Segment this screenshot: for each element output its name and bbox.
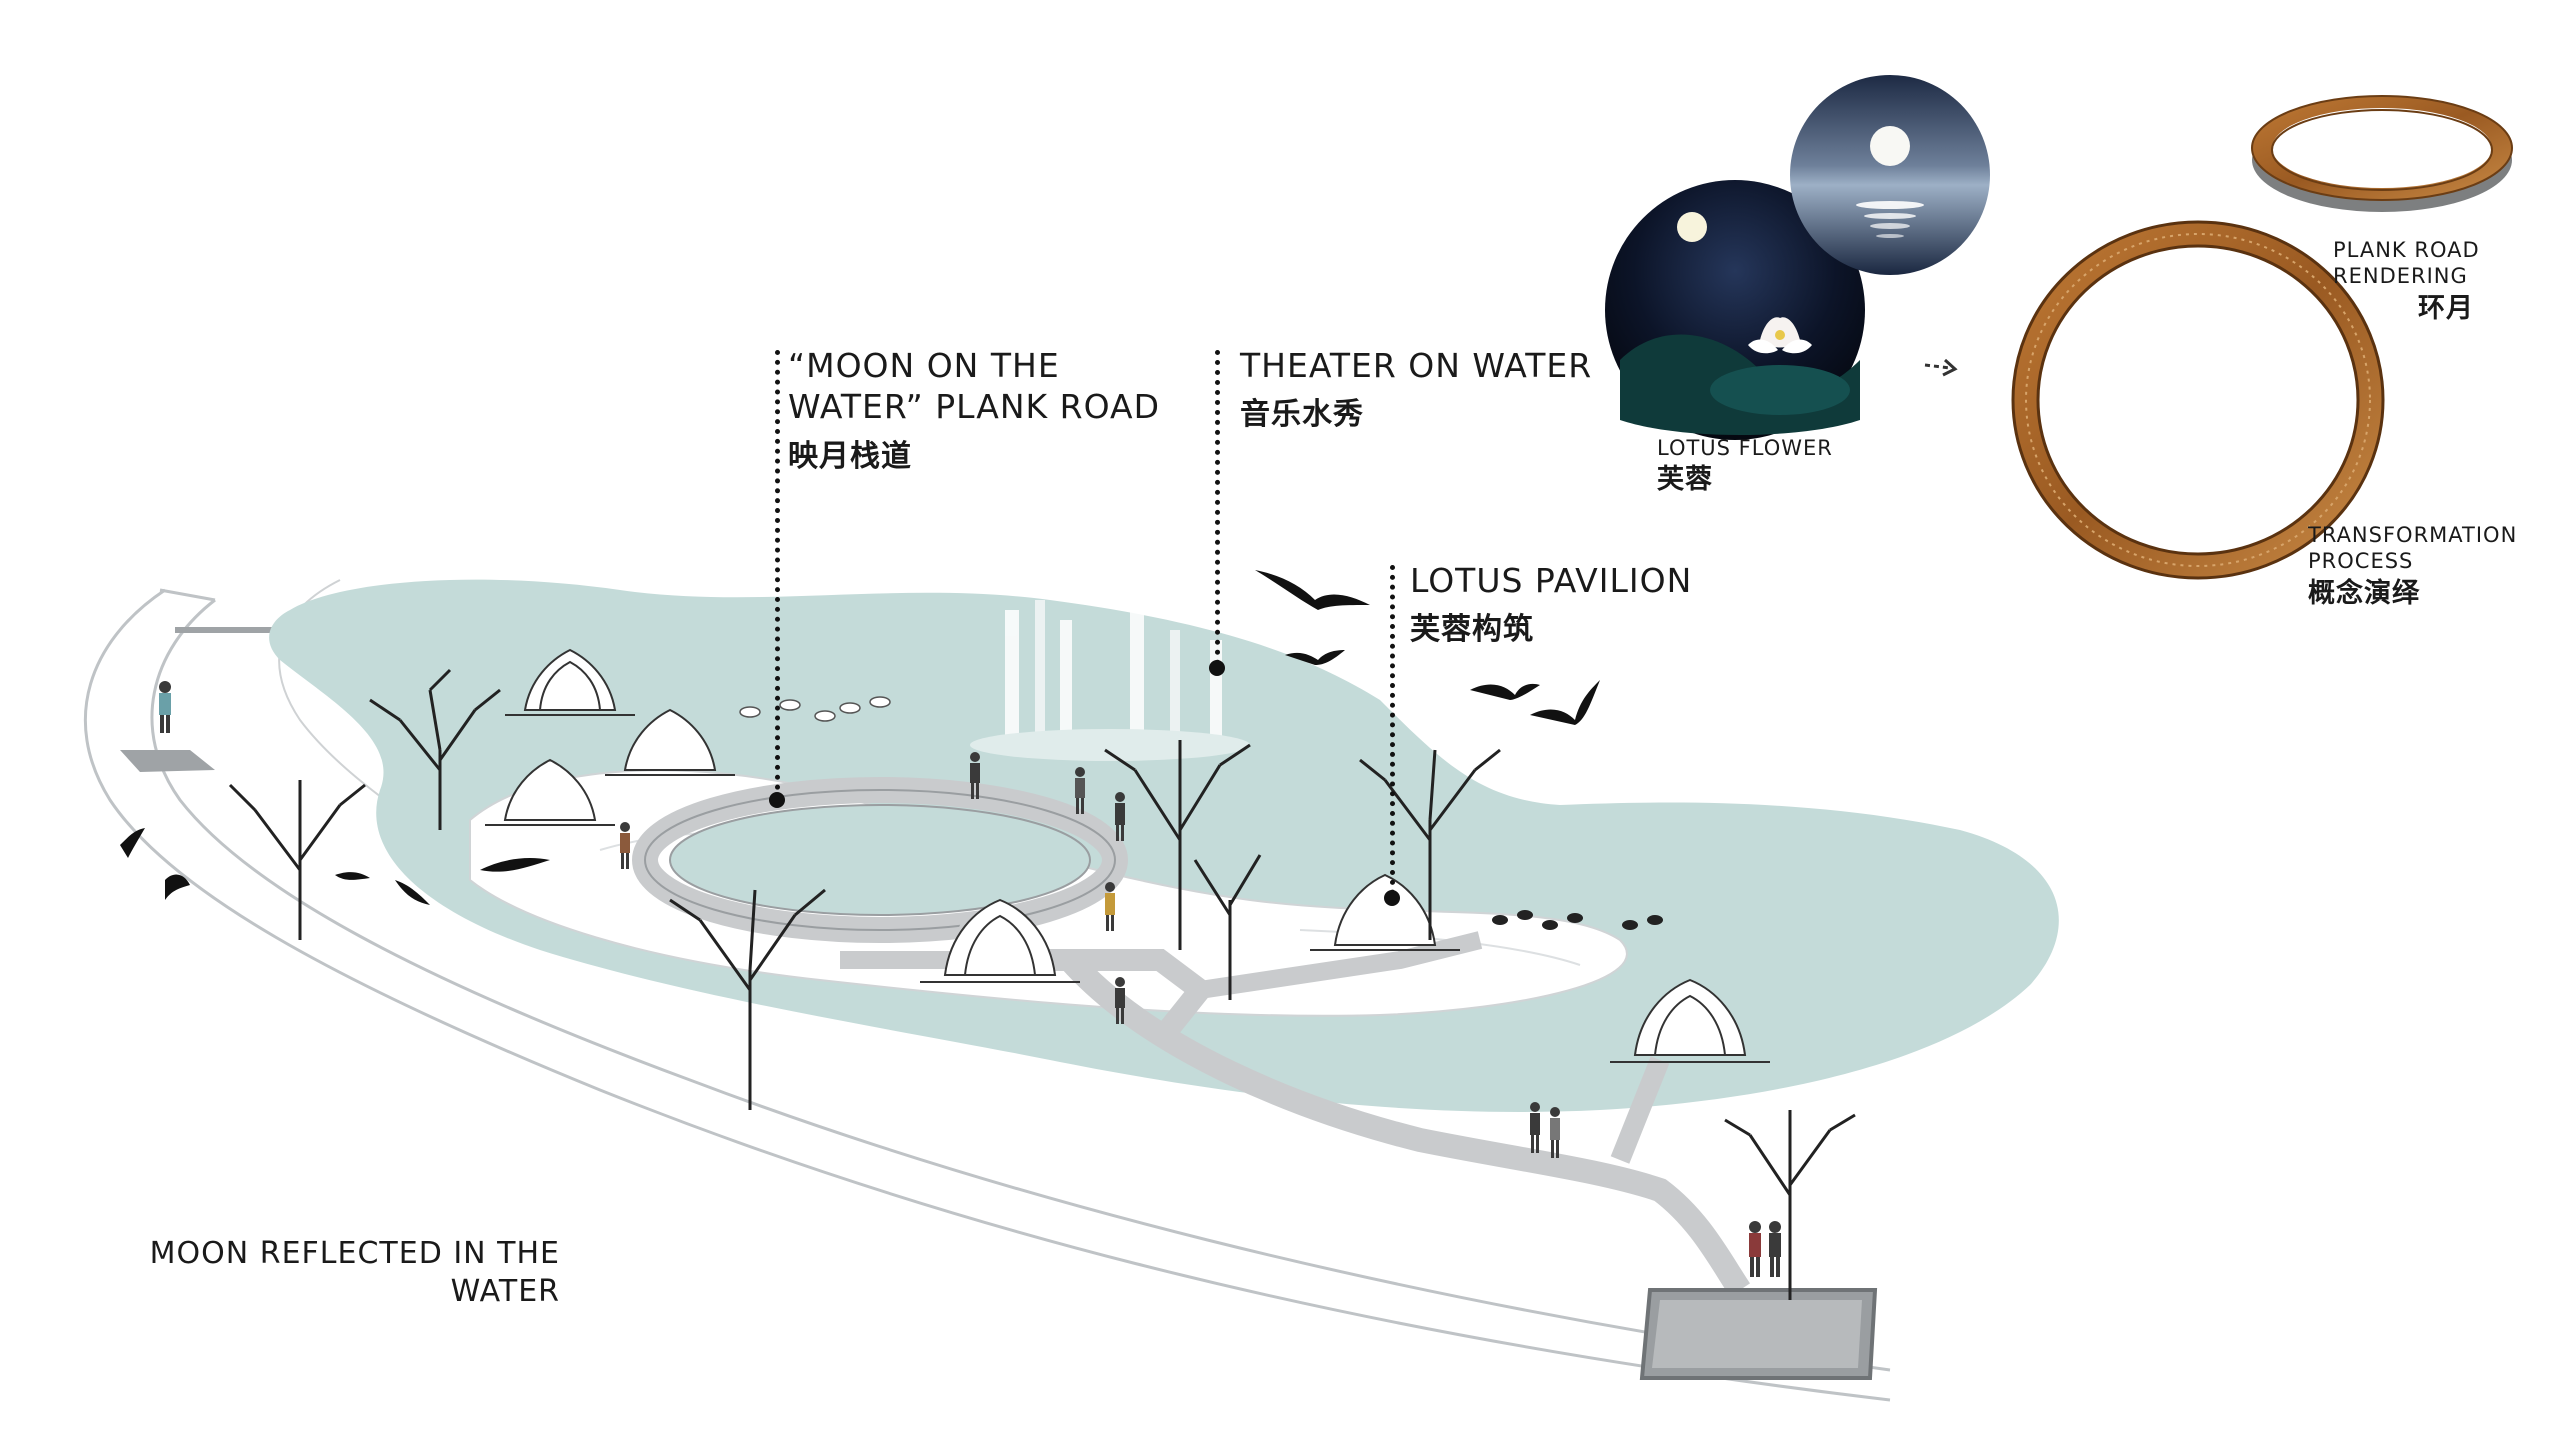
- label-transformation: TRANSFORMATION PROCESS 概念演绎: [2308, 522, 2517, 610]
- bare-trees: [228, 668, 1856, 1300]
- label-transformation-en-2: PROCESS: [2308, 549, 2414, 574]
- swans: [739, 696, 891, 722]
- ring-transformation-large: [2011, 220, 2385, 580]
- label-theater-zh: 音乐水秀: [1240, 397, 1364, 433]
- label-lotus-flower-en: LOTUS FLOWER: [1657, 436, 1833, 460]
- label-moon-reflected-1: MOON REFLECTED IN THE: [149, 1236, 560, 1271]
- birds: [120, 570, 1600, 905]
- pigeons: [1492, 910, 1663, 930]
- label-pavilion-en: LOTUS PAVILION: [1410, 561, 1693, 600]
- label-plank-road-zh: 映月栈道: [788, 438, 912, 474]
- callout-line-theater: [1215, 350, 1220, 665]
- lotus-pavilions: [485, 648, 1770, 1063]
- moon-reflection-image: [1790, 75, 1990, 275]
- people: [159, 681, 1781, 1277]
- label-pavilion: LOTUS PAVILION 芙蓉构筑: [1410, 560, 1692, 649]
- label-rendering-zh: 环月: [2418, 292, 2474, 324]
- arrow-icon: [1924, 358, 1958, 377]
- label-theater-en: THEATER ON WATER: [1240, 346, 1593, 385]
- ring-rendering-small: [2251, 95, 2513, 212]
- label-rendering-en-1: PLANK ROAD: [2333, 238, 2480, 262]
- callout-dot-theater: [1209, 660, 1225, 676]
- label-rendering-en-2: RENDERING: [2333, 264, 2468, 289]
- callout-dot-pavilion: [1384, 890, 1400, 906]
- label-lotus-flower: LOTUS FLOWER 芙蓉: [1657, 435, 1833, 497]
- label-moon-reflected: MOON REFLECTED IN THE WATER: [80, 1235, 560, 1310]
- label-plank-road-en-2: WATER” PLANK ROAD: [788, 387, 1160, 427]
- label-transformation-zh: 概念演绎: [2308, 577, 2420, 609]
- label-theater: THEATER ON WATER 音乐水秀: [1240, 345, 1592, 434]
- label-lotus-flower-zh: 芙蓉: [1657, 464, 1713, 496]
- entrance-platforms: [120, 750, 1878, 1380]
- plank-road-ring: [632, 777, 1750, 1297]
- label-pavilion-zh: 芙蓉构筑: [1410, 612, 1534, 648]
- label-moon-reflected-2: WATER: [450, 1273, 560, 1309]
- callout-line-pavilion: [1390, 565, 1395, 895]
- label-transformation-en-1: TRANSFORMATION: [2308, 523, 2518, 547]
- lotus-night-image: [1605, 180, 1865, 440]
- label-plank-road-en-1: “MOON ON THE: [788, 346, 1060, 385]
- callout-dot-plank-road: [769, 792, 785, 808]
- callout-line-plank-road: [775, 350, 780, 800]
- label-plank-road-rendering: PLANK ROAD RENDERING 环月: [2333, 237, 2480, 325]
- label-plank-road: “MOON ON THE WATER” PLANK ROAD 映月栈道: [788, 345, 1160, 475]
